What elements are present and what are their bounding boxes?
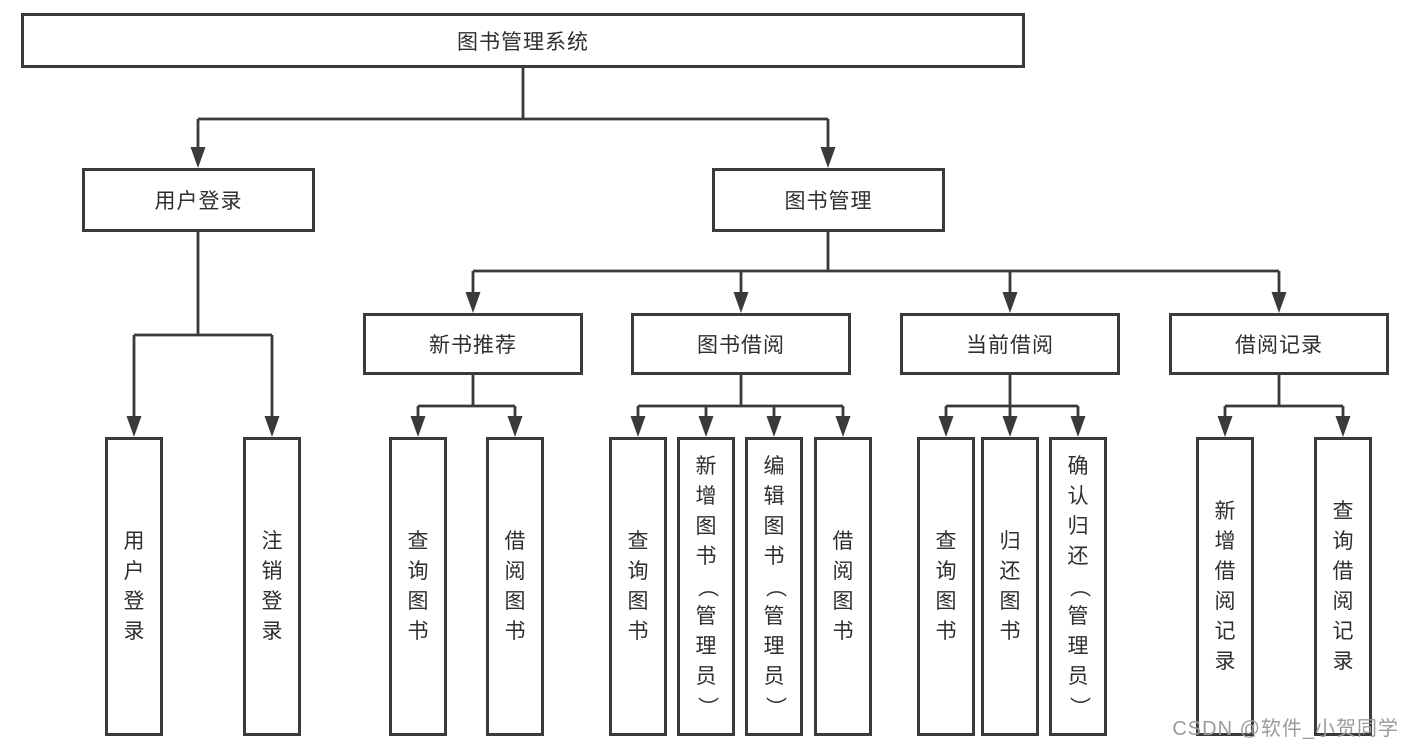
node-leaf-nbr-query-book: 查询图书 (389, 437, 447, 736)
node-leaf-bb-borrow-book-label: 借阅图书 (832, 529, 854, 643)
node-leaf-bb-edit-book: 编辑图书（管理员） (745, 437, 803, 736)
node-leaf-cb-confirm-return: 确认归还（管理员） (1049, 437, 1107, 736)
node-book-borrow: 图书借阅 (631, 313, 851, 375)
node-leaf-user-login-label: 用户登录 (123, 529, 145, 643)
node-leaf-cb-query-book: 查询图书 (917, 437, 975, 736)
node-leaf-cb-confirm-return-label: 确认归还（管理员） (1067, 454, 1090, 718)
node-leaf-cb-return-book-label: 归还图书 (999, 529, 1021, 643)
node-leaf-bb-add-book: 新增图书（管理员） (677, 437, 735, 736)
csdn-watermark: CSDN @软件_小贺同学 (1172, 718, 1399, 740)
node-leaf-bb-add-book-label: 新增图书（管理员） (695, 454, 718, 718)
node-leaf-bb-query-book: 查询图书 (609, 437, 667, 736)
node-book-management-label: 图书管理 (784, 190, 873, 213)
node-leaf-nbr-query-book-label: 查询图书 (407, 529, 429, 643)
node-borrow-records: 借阅记录 (1169, 313, 1389, 375)
node-root: 图书管理系统 (21, 13, 1025, 68)
node-leaf-br-query-record-label: 查询借阅记录 (1332, 499, 1354, 673)
node-leaf-bb-query-book-label: 查询图书 (627, 529, 649, 643)
node-borrow-records-label: 借阅记录 (1235, 334, 1323, 357)
node-leaf-br-query-record: 查询借阅记录 (1314, 437, 1372, 736)
node-current-borrow-label: 当前借阅 (966, 334, 1054, 357)
node-new-book-recommend-label: 新书推荐 (429, 334, 517, 357)
node-leaf-bb-edit-book-label: 编辑图书（管理员） (763, 454, 786, 718)
node-user-login: 用户登录 (82, 168, 315, 232)
node-leaf-cb-query-book-label: 查询图书 (935, 529, 957, 643)
node-leaf-nbr-borrow-book-label: 借阅图书 (504, 529, 526, 643)
node-leaf-br-add-record-label: 新增借阅记录 (1214, 499, 1236, 673)
node-leaf-bb-borrow-book: 借阅图书 (814, 437, 872, 736)
node-leaf-logout-label: 注销登录 (261, 529, 283, 643)
node-leaf-user-login: 用户登录 (105, 437, 163, 736)
node-current-borrow: 当前借阅 (900, 313, 1120, 375)
node-leaf-nbr-borrow-book: 借阅图书 (486, 437, 544, 736)
node-leaf-logout: 注销登录 (243, 437, 301, 736)
node-leaf-br-add-record: 新增借阅记录 (1196, 437, 1254, 736)
node-leaf-cb-return-book: 归还图书 (981, 437, 1039, 736)
node-book-management: 图书管理 (712, 168, 945, 232)
node-new-book-recommend: 新书推荐 (363, 313, 583, 375)
node-user-login-label: 用户登录 (154, 190, 243, 213)
node-book-borrow-label: 图书借阅 (697, 334, 785, 357)
node-root-label: 图书管理系统 (457, 30, 589, 54)
